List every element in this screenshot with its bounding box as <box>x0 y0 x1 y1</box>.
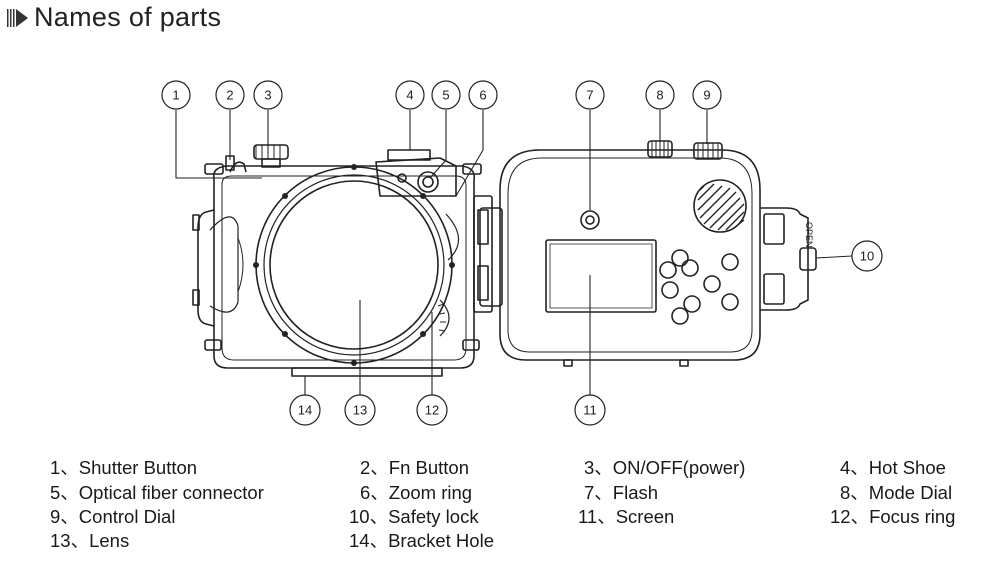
legend-item: 14、Bracket Hole <box>349 530 494 551</box>
open-label: OPEN <box>804 222 814 248</box>
callout-13: 13 <box>353 403 367 418</box>
legend-item: 8、Mode Dial <box>840 482 953 503</box>
legend-item: 7、Flash <box>584 482 659 503</box>
callout-circle <box>645 80 675 110</box>
legend-item: 2、Fn Button <box>360 457 470 478</box>
callout-circle <box>692 80 722 110</box>
housing-front-drawing <box>192 144 493 377</box>
callout-circle <box>344 394 376 426</box>
legend-item: 5、Optical fiber connector <box>50 482 264 503</box>
housing-back-drawing <box>479 140 817 367</box>
callout-4: 4 <box>406 88 413 103</box>
legend-item: 6、Zoom ring <box>360 482 473 503</box>
legend-item: 3、ON/OFF(power) <box>584 457 746 478</box>
page-title: Names of parts <box>34 2 222 32</box>
callout-circle <box>215 80 245 110</box>
callout-7: 7 <box>586 88 593 103</box>
section-header: Names of parts <box>6 2 221 33</box>
callout-8: 8 <box>656 88 663 103</box>
callout-circle <box>575 80 605 110</box>
callout-circle <box>468 80 498 110</box>
callout-circle <box>574 394 606 426</box>
legend-item: 9、Control Dial <box>50 506 176 527</box>
legend-item: 11、Screen <box>578 506 675 527</box>
callout-9: 9 <box>703 88 710 103</box>
callout-circle <box>161 80 191 110</box>
header-triangle-icon <box>7 8 28 27</box>
callout-3: 3 <box>264 88 271 103</box>
callout-1: 1 <box>172 88 179 103</box>
callout-circle <box>416 394 448 426</box>
housing-diagram: 1 2 3 4 5 6 7 8 9 10 11 12 13 14 OPEN <box>161 80 883 426</box>
callout-2: 2 <box>226 88 233 103</box>
callout-11: 11 <box>583 403 597 418</box>
legend-item: 13、Lens <box>50 530 130 551</box>
callout-5: 5 <box>442 88 449 103</box>
callout-circle <box>289 394 321 426</box>
legend-item: 1、Shutter Button <box>50 457 198 478</box>
callout-circle <box>395 80 425 110</box>
callout-10: 10 <box>860 249 874 264</box>
callout-circle <box>253 80 283 110</box>
legend-item: 12、Focus ring <box>830 506 956 527</box>
callout-circle <box>431 80 461 110</box>
legend-item: 10、Safety lock <box>349 506 479 527</box>
callout-12: 12 <box>425 403 439 418</box>
parts-legend: 1、Shutter Button 2、Fn Button 3、ON/OFF(po… <box>0 450 1000 570</box>
legend-item: 4、Hot Shoe <box>840 457 946 478</box>
callout-circle <box>851 240 883 272</box>
callout-6: 6 <box>479 88 486 103</box>
callout-14: 14 <box>298 403 312 418</box>
